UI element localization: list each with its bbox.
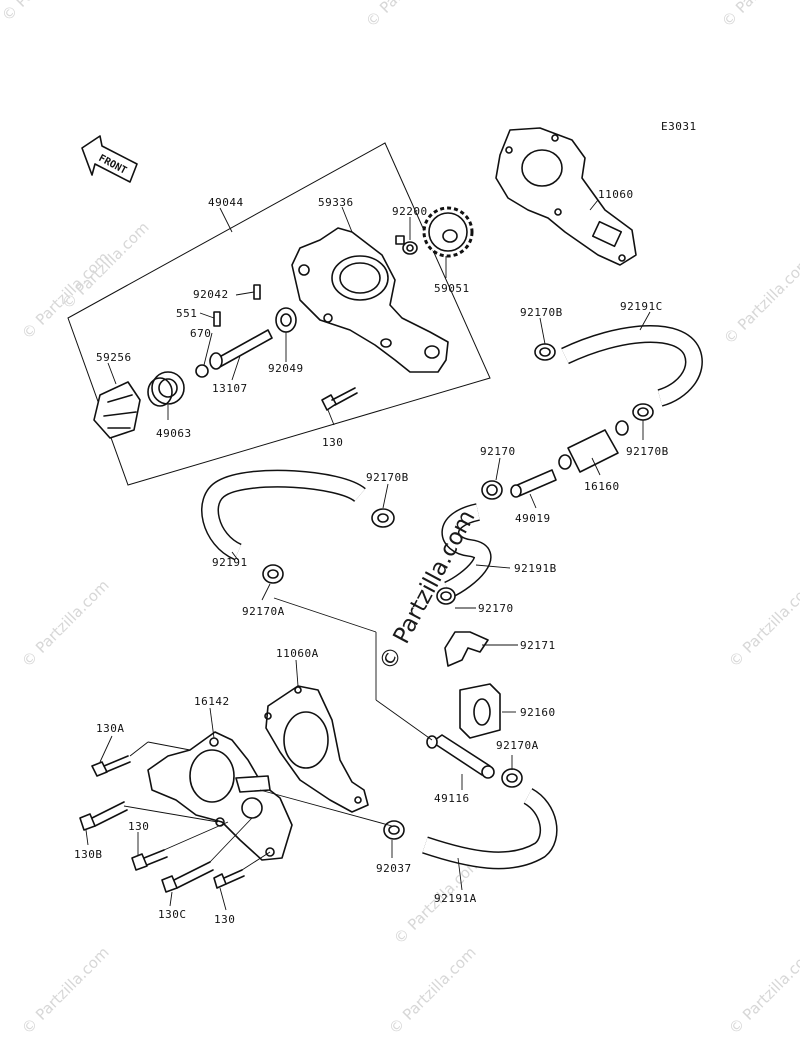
oring-670 xyxy=(195,364,209,378)
label-551: 551 xyxy=(176,307,197,320)
label-130a: 130A xyxy=(96,722,125,735)
label-130-bot: 130 xyxy=(214,913,235,926)
label-92171: 92171 xyxy=(520,639,556,652)
label-59256: 59256 xyxy=(96,351,132,364)
label-92160: 92160 xyxy=(520,706,556,719)
pipe-49116 xyxy=(426,734,495,779)
gear-59051 xyxy=(422,206,474,258)
clamp-92170-a xyxy=(481,480,503,500)
shaft-13107 xyxy=(209,329,273,370)
pin-551 xyxy=(213,311,221,327)
label-92042: 92042 xyxy=(193,288,229,301)
pump-cover-16142 xyxy=(147,731,293,861)
label-130-mid: 130 xyxy=(128,820,149,833)
label-59051: 59051 xyxy=(434,282,470,295)
label-49044: 49044 xyxy=(208,196,244,209)
label-59336: 59336 xyxy=(318,196,354,209)
label-92049: 92049 xyxy=(268,362,304,375)
label-92170a-b: 92170A xyxy=(496,739,539,752)
hose-92191a xyxy=(422,788,558,870)
clamp-92037 xyxy=(383,820,405,840)
bolt-130-mid xyxy=(131,849,168,871)
leader-lines xyxy=(85,199,651,911)
gasket-11060 xyxy=(495,127,637,266)
label-130c: 130C xyxy=(158,908,187,921)
bolt-130c xyxy=(161,861,214,893)
clamp-92170-b xyxy=(436,587,456,605)
pin-92042 xyxy=(253,284,261,300)
clamp-92170b-c xyxy=(371,508,395,528)
seal-92049 xyxy=(275,307,297,333)
bolt-130a xyxy=(91,755,131,777)
label-16142: 16142 xyxy=(194,695,230,708)
label-92191: 92191 xyxy=(212,556,248,569)
label-11060: 11060 xyxy=(598,188,634,201)
gasket-11060a xyxy=(264,685,369,813)
label-92170-a: 92170 xyxy=(480,445,516,458)
bolt-130-top xyxy=(321,387,358,411)
hose-92191c xyxy=(561,324,703,407)
bolt-130b xyxy=(79,801,128,831)
label-92200: 92200 xyxy=(392,205,428,218)
label-92170b-b: 92170B xyxy=(626,445,669,458)
label-92170b-c: 92170B xyxy=(366,471,409,484)
diagram-code: E3031 xyxy=(661,120,697,133)
label-92170a-a: 92170A xyxy=(242,605,285,618)
label-130-top: 130 xyxy=(322,436,343,449)
impeller-59256 xyxy=(93,381,141,439)
label-49116: 49116 xyxy=(434,792,470,805)
bracket-92171 xyxy=(444,631,489,667)
label-92037: 92037 xyxy=(376,862,412,875)
pipe-49019 xyxy=(510,469,557,498)
label-92191c: 92191C xyxy=(620,300,663,313)
label-92191b: 92191B xyxy=(514,562,557,575)
label-92191a: 92191A xyxy=(434,892,477,905)
clamp-92170a-a xyxy=(262,564,284,584)
damper-92160 xyxy=(459,683,501,739)
label-92170-b: 92170 xyxy=(478,602,514,615)
clamp-92170a-b xyxy=(501,768,523,788)
label-92170b-a: 92170B xyxy=(520,306,563,319)
pump-cover-59336 xyxy=(291,227,449,373)
clamp-92170b-b xyxy=(632,403,654,421)
bolt-130-bot xyxy=(213,869,245,889)
washer-92200 xyxy=(395,235,418,255)
label-130b: 130B xyxy=(74,848,103,861)
filter-16160 xyxy=(558,420,629,473)
hose-92191 xyxy=(201,469,366,561)
label-13107: 13107 xyxy=(212,382,248,395)
mechanical-seal-49063 xyxy=(147,371,185,407)
label-16160: 16160 xyxy=(584,480,620,493)
label-49063: 49063 xyxy=(156,427,192,440)
clamp-92170b-a xyxy=(534,343,556,361)
hose-92191b xyxy=(441,503,492,599)
label-670: 670 xyxy=(190,327,211,340)
part-labels: 49044 59336 92200 59051 92042 551 670 92… xyxy=(74,188,669,926)
label-11060a: 11060A xyxy=(276,647,319,660)
label-49019: 49019 xyxy=(515,512,551,525)
